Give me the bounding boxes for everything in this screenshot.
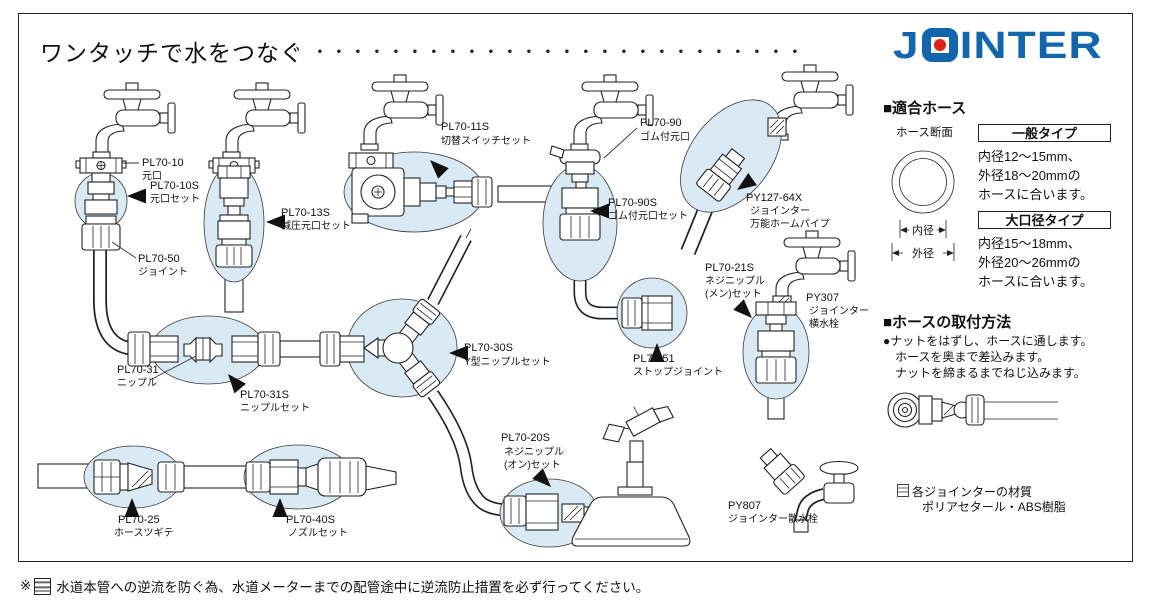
section-title-attach: ■ホースの取付方法 — [883, 314, 1012, 331]
nozzle-set — [245, 457, 397, 497]
material-mark-icon — [897, 484, 909, 497]
label-pl70-90s-code: PL70-90S — [608, 197, 657, 209]
label-py307-code: PY307 — [806, 292, 839, 304]
page-title: ワンタッチで水をつなぐ — [40, 40, 304, 66]
label-pl70-10s-code: PL70-10S — [150, 180, 199, 192]
label-pl70-40s-code: PL70-40S — [286, 514, 335, 526]
hose-attachment-illustration — [887, 392, 1058, 428]
py127-64x-pipe — [696, 117, 787, 202]
label-pl70-50-code: PL70-50 — [138, 253, 180, 265]
stop-joint — [621, 295, 673, 331]
label-pl70-11s-name: 切替スイッチセット — [441, 134, 531, 147]
label-pl70-90-code: PL70-90 — [640, 117, 682, 129]
adapter-pl70-11s-set — [348, 152, 493, 224]
label-pl70-10-name: 元口 — [142, 171, 162, 182]
label-py127-name2: 万能ホームパイプ — [750, 217, 830, 230]
large-type-line1: 内径15〜18mm、 — [978, 236, 1081, 251]
material-line1: 各ジョインターの材質 — [912, 485, 1033, 499]
label-pl70-51-code: PL70-51 — [633, 353, 675, 365]
label-py127-name1: ジョインター — [750, 205, 810, 217]
attach-line1: ●ナットをはずし、ホースに通します。 — [883, 334, 1093, 348]
label-pl70-30s-code: PL70-30S — [464, 342, 513, 354]
sprinkler — [571, 406, 691, 547]
general-type-header: 一般タイプ — [978, 124, 1111, 142]
label-py127-code: PY127-64X — [746, 192, 803, 204]
logo-letter-j: J — [893, 23, 920, 67]
large-type-header: 大口径タイプ — [978, 211, 1111, 229]
label-pl70-31-code: PL70-31 — [117, 364, 159, 376]
label-pl70-31s-code: PL70-31S — [240, 389, 289, 401]
label-pl70-25-name: ホースツギテ — [114, 527, 174, 539]
diagram-labels: PL70-10 元口 PL70-10S 元口セット PL70-50 ジョイント … — [114, 117, 869, 539]
label-pl70-90s-name: ゴム付元口セット — [608, 209, 688, 222]
label-pl70-11s-code: PL70-11S — [441, 121, 489, 133]
label-pl70-13s-name: 減圧元口セット — [281, 219, 351, 232]
section-title-hose: ■適合ホース — [883, 100, 967, 117]
label-pl70-10-code: PL70-10 — [142, 157, 184, 169]
page-title-row: ワンタッチで水をつなぐ ・・・・・・・・・・・・・・・・・・・・・・・・・・ — [40, 34, 805, 68]
label-pl70-20s-name1: ネジニップル — [504, 446, 564, 458]
title-dots: ・・・・・・・・・・・・・・・・・・・・・・・・・・ — [311, 43, 806, 62]
large-type-line3: ホースに合います。 — [978, 274, 1094, 289]
label-pl70-31s-name: ニップルセット — [240, 402, 310, 414]
adapter-pl70-10-set — [75, 157, 127, 251]
general-type-line3: ホースに合います。 — [978, 187, 1094, 202]
label-py807-name: ジョインター散水栓 — [728, 512, 818, 525]
leader-lines — [111, 127, 638, 381]
jointer-logo: J INTER — [893, 24, 1103, 66]
label-pl70-21s-name2: (メン)セット — [705, 288, 762, 300]
faucet-1 — [92, 82, 176, 159]
label-pl70-20s-name2: (オン)セット — [504, 459, 561, 471]
footnote: ※ 水道本管への逆流を防ぐ為、水道メーターまでの配管途中に逆流防止措置を必ず行っ… — [20, 576, 649, 596]
label-py807-code: PY807 — [728, 500, 761, 512]
label-pl70-90-name: ゴム付元口 — [640, 130, 690, 143]
attach-line2: ホースを奥まで差込みます。 — [895, 350, 1050, 364]
attach-line3: ナットを締まるまでねじ込みます。 — [895, 366, 1086, 380]
label-pl70-51-name: ストップジョイント — [633, 366, 723, 378]
nipple-row — [127, 331, 365, 367]
red-dot-icon — [933, 39, 946, 51]
cross-section-label: ホース断面 — [896, 127, 953, 139]
label-pl70-30s-name: Y型ニップルセット — [464, 355, 551, 368]
label-py307-name2: 横水栓 — [809, 317, 839, 330]
large-type-line2: 外径20〜26mmの — [978, 255, 1081, 270]
adapter-pl70-13s-set — [208, 157, 260, 268]
outer-diameter-label: 外径 — [912, 247, 934, 260]
inner-diameter-label: 内径 — [912, 223, 934, 237]
faucet-2 — [222, 82, 306, 159]
material-line2: ポリアセタール・ABS樹脂 — [922, 500, 1066, 514]
footnote-prefix: ※ — [20, 578, 32, 593]
note-mark-icon — [34, 577, 52, 595]
sprinkler-valve — [759, 447, 859, 533]
label-pl70-40s-name: ノズルセット — [288, 526, 348, 539]
label-pl70-20s-code: PL70-20S — [501, 432, 550, 444]
adapter-pl70-90s-set — [549, 145, 601, 241]
general-type-line1: 内径12〜15mm、 — [978, 149, 1081, 164]
label-pl70-10s-name: 元口セット — [150, 193, 200, 205]
hose-mender — [93, 459, 185, 495]
adapter-pl70-21s-set — [755, 295, 797, 384]
screw-nipple-on-set — [503, 493, 597, 531]
y-connector — [363, 298, 441, 398]
label-py307-name1: ジョインター — [809, 305, 869, 317]
label-pl70-21s-name1: ネジニップル — [705, 275, 765, 287]
logo-letters-inter: INTER — [959, 23, 1103, 67]
label-pl70-21s-code: PL70-21S — [705, 262, 754, 274]
label-pl70-50-name: ジョイント — [138, 267, 188, 278]
footnote-text: 水道本管への逆流を防ぐ為、水道メーターまでの配管途中に逆流防止措置を必ず行ってく… — [56, 580, 650, 595]
general-type-line2: 外径18〜20mmの — [978, 168, 1081, 183]
label-pl70-25-code: PL70-25 — [118, 514, 160, 526]
label-pl70-31-name: ニップル — [117, 377, 157, 389]
label-pl70-13s-code: PL70-13S — [281, 207, 330, 219]
faucet-3 — [360, 74, 444, 151]
jointer-o-icon — [921, 28, 958, 62]
hose-cross-section-diagram: 内径 外径 — [891, 150, 955, 261]
